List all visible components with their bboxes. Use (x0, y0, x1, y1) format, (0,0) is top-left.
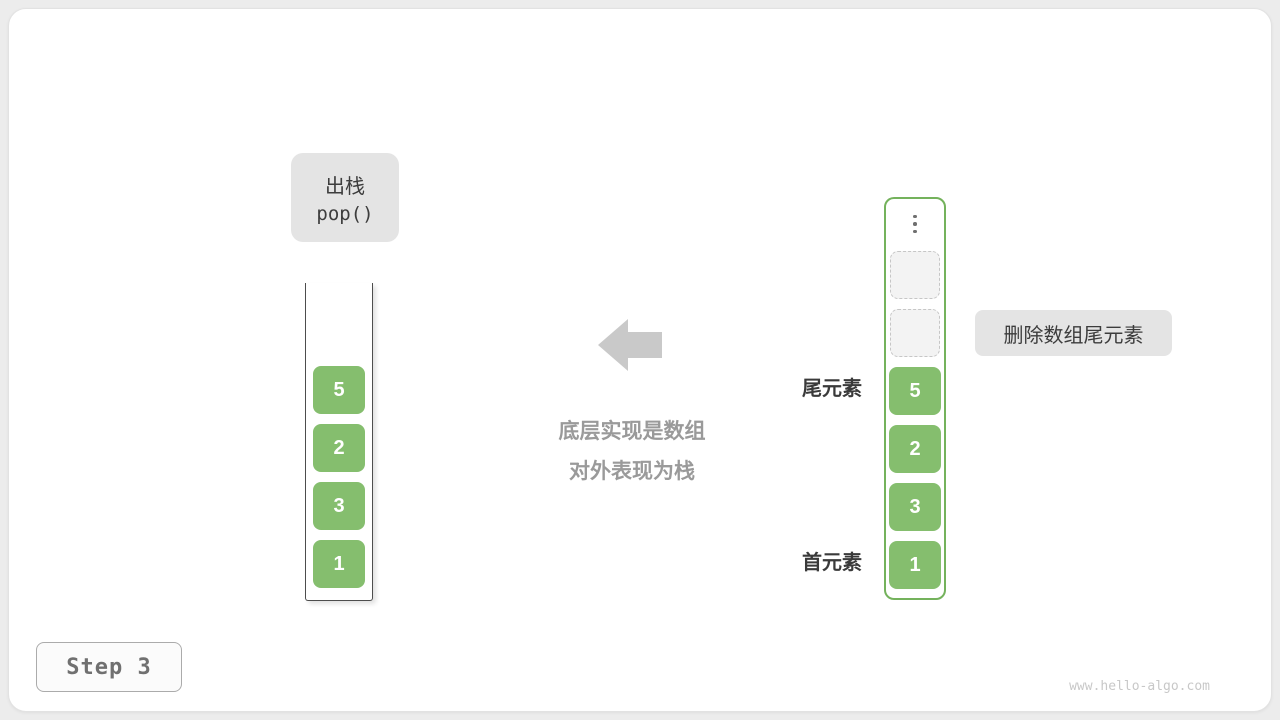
head-element-label: 首元素 (802, 552, 862, 574)
pop-operation-title: 出栈 (325, 176, 365, 198)
center-caption-line1: 底层实现是数组 (558, 420, 706, 443)
stack-cell: 2 (313, 424, 365, 472)
center-caption: 底层实现是数组 对外表现为栈 (480, 412, 784, 492)
stack-cell: 3 (313, 482, 365, 530)
array-cell: 5 (889, 367, 941, 415)
step-badge: Step 3 (36, 642, 182, 692)
empty-array-slot (890, 251, 940, 299)
diagram-card (8, 8, 1272, 712)
pop-operation-code: pop() (316, 203, 374, 225)
array-cell: 3 (889, 483, 941, 531)
array-cell: 2 (889, 425, 941, 473)
stack-cell: 5 (313, 366, 365, 414)
watermark: www.hello-algo.com (1069, 679, 1210, 694)
pop-operation-label: 出栈 pop() (291, 153, 399, 242)
empty-array-slot (890, 309, 940, 357)
array-cell: 1 (889, 541, 941, 589)
stack-container: 5 2 3 1 (305, 283, 373, 601)
delete-tail-note: 删除数组尾元素 (975, 310, 1172, 356)
vertical-ellipsis-icon (913, 207, 917, 241)
left-arrow-icon (598, 317, 662, 373)
center-caption-line2: 对外表现为栈 (569, 460, 695, 483)
tail-element-label: 尾元素 (802, 378, 862, 400)
stack-cell: 1 (313, 540, 365, 588)
array-container: 5 2 3 1 (884, 197, 946, 600)
